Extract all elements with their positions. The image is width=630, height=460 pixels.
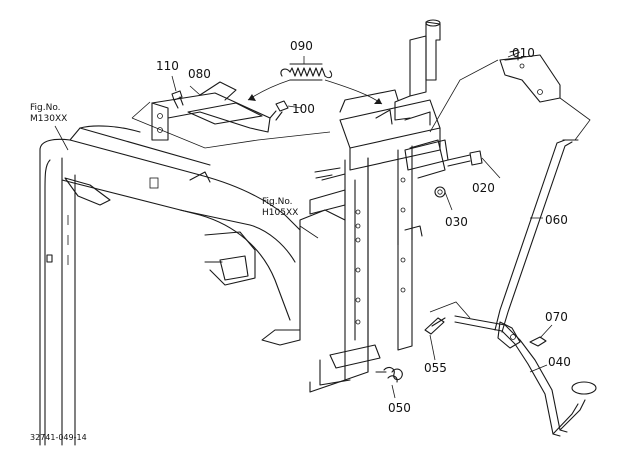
label-110: 110 [156, 59, 179, 73]
clip-070 [529, 336, 547, 347]
leader-m130 [54, 125, 69, 151]
label-050: 050 [388, 401, 411, 415]
drawing-code: 32741-049-14 [30, 433, 87, 442]
fig-ref-h105-line1: Fig.No. [262, 197, 293, 207]
fig-ref-m130-line1: Fig.No. [30, 103, 61, 113]
label-090: 090 [290, 39, 313, 53]
leader-110 [171, 75, 177, 92]
label-030: 030 [445, 215, 468, 229]
bolt-100 [269, 100, 289, 121]
leader-080 [189, 85, 201, 96]
leader-030 [444, 191, 453, 211]
leader-h105 [299, 225, 319, 239]
bracket-group-outline [131, 117, 331, 149]
label-055: 055 [424, 361, 447, 375]
pin-055 [424, 317, 446, 335]
spring-090 [280, 63, 333, 81]
label-080: 080 [188, 67, 211, 81]
bracket-010 [499, 49, 561, 103]
leader-050 [391, 384, 396, 399]
label-100: 100 [292, 102, 315, 116]
label-070: 070 [545, 310, 568, 324]
label-060: 060 [545, 213, 568, 227]
bolt-110 [171, 90, 184, 109]
rod-060 [494, 139, 579, 333]
nut-030 [434, 186, 446, 198]
leader-055-rod [429, 301, 471, 319]
label-020: 020 [472, 181, 495, 195]
bolt-020 [447, 150, 483, 167]
leader-020 [481, 157, 501, 179]
leader-040 [529, 364, 548, 373]
arrow-spring-to-bracket [247, 79, 291, 101]
fig-ref-m130-line2: M130XX [30, 114, 67, 124]
arrow-spring-to-column [324, 79, 383, 105]
pedal-arm-040 [454, 315, 597, 437]
fender-body [39, 125, 301, 446]
label-010: 010 [512, 46, 535, 60]
label-040: 040 [548, 355, 571, 369]
leader-070 [539, 324, 553, 339]
leader-010 [507, 51, 521, 58]
spring-050 [375, 366, 403, 383]
bracket-080 [151, 81, 271, 141]
leader-100 [287, 105, 303, 109]
steering-column [261, 19, 449, 393]
fig-ref-h105-line2: H105XX [262, 208, 298, 218]
leader-010-box [429, 59, 591, 141]
leader-055 [429, 334, 436, 361]
